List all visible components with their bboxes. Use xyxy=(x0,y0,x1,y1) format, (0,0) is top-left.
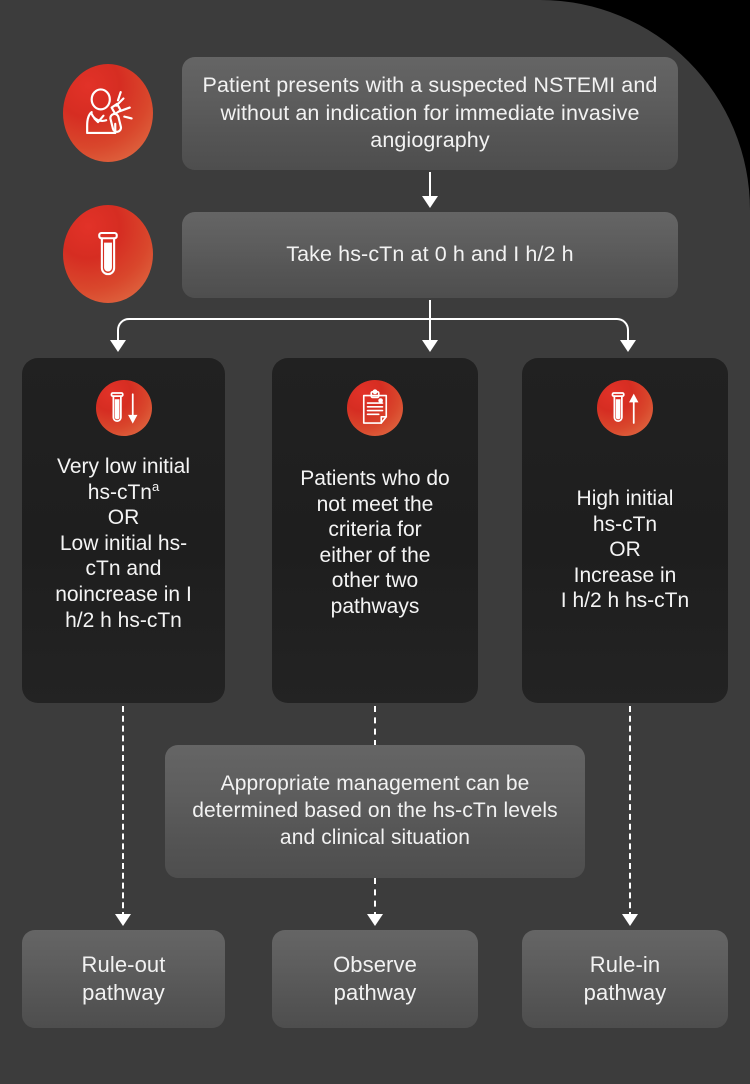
column-card-observe: Patients who do not meet the criteria fo… xyxy=(272,358,478,703)
col3-line4: Increase in xyxy=(573,563,677,587)
column-card-high: High initial hs-cTn OR Increase in I h/2… xyxy=(522,358,728,703)
outcome-box-rule-out: Rule-out pathway xyxy=(22,930,225,1028)
branch-right-arrowhead xyxy=(620,340,636,352)
connector-step1-step2-arrowhead xyxy=(422,196,438,208)
outcome-box-observe: Observe pathway xyxy=(272,930,478,1028)
branch-bar-center xyxy=(305,318,555,320)
col3-line3: OR xyxy=(609,538,641,562)
branch-right-elbow xyxy=(437,318,629,336)
patient-chest-pain-icon-circle xyxy=(63,64,153,162)
col1-line4: Low initial hs- xyxy=(59,531,188,555)
branch-right-drop xyxy=(627,330,629,342)
outcome-rule-in-line1: Rule-in xyxy=(589,951,661,977)
col2-line5: other two xyxy=(331,569,419,593)
outcome-rule-out-line2: pathway xyxy=(82,980,165,1005)
col2-line3: criteria for xyxy=(328,518,422,542)
test-tube-up-arrow-icon xyxy=(611,392,639,424)
col2-line4: either of the xyxy=(319,543,431,567)
patient-chest-pain-icon xyxy=(86,88,133,135)
outcome-rule-in-line2: pathway xyxy=(583,980,667,1005)
clipboard-icon-circle xyxy=(347,380,403,436)
col3-line2: hs-cTn xyxy=(592,512,658,536)
management-note-box: Appropriate management can be determined… xyxy=(165,745,585,878)
dashed-connector-right xyxy=(629,706,631,918)
column-text-observe: Patients who do not meet the criteria fo… xyxy=(264,466,486,620)
test-tube-down-arrow-icon-circle xyxy=(95,380,152,436)
col1-line1: Very low initial xyxy=(56,455,191,478)
test-tube-icon xyxy=(98,231,118,276)
dashed-connector-middle-lower xyxy=(374,878,376,918)
test-tube-icon-circle xyxy=(63,205,153,303)
col1-line5: cTn and xyxy=(85,557,162,581)
col1-line7: h/2 h hs-cTn xyxy=(65,608,182,632)
outcome-rule-out-line1: Rule-out xyxy=(81,951,166,977)
test-tube-down-arrow-icon xyxy=(110,392,137,424)
col1-line6: noincrease in I xyxy=(55,583,192,607)
column-text-very-low: Very low initial hs-cTna OR Low initial … xyxy=(14,454,233,633)
dashed-connector-right-arrowhead xyxy=(622,914,638,926)
col3-line1: High initial xyxy=(576,487,674,510)
col1-superscript: a xyxy=(151,478,160,494)
branch-middle-arrowhead xyxy=(422,340,438,352)
outcome-observe-line1: Observe xyxy=(333,951,417,977)
col1-line2: hs-cTn xyxy=(87,480,152,504)
column-card-very-low: Very low initial hs-cTna OR Low initial … xyxy=(22,358,225,703)
branch-left-drop xyxy=(117,330,119,342)
col2-line1: Patients who do xyxy=(300,467,450,490)
col2-line2: not meet the xyxy=(316,492,434,516)
dashed-connector-left xyxy=(122,706,124,918)
connector-step1-step2 xyxy=(429,172,431,198)
col2-line6: pathways xyxy=(330,595,420,619)
branch-left-arrowhead xyxy=(110,340,126,352)
test-tube-up-arrow-icon-circle xyxy=(597,380,653,436)
outcome-observe-line2: pathway xyxy=(333,980,417,1005)
branch-stem xyxy=(429,300,431,342)
col3-line5: I h/2 h hs-cTn xyxy=(560,589,690,613)
step-patient-presents-box: Patient presents with a suspected NSTEMI… xyxy=(182,57,678,170)
dashed-connector-left-arrowhead xyxy=(115,914,131,926)
col1-line3: OR xyxy=(107,506,140,530)
step-take-hscTn-box: Take hs-cTn at 0 h and I h/2 h xyxy=(182,212,678,298)
clipboard-icon xyxy=(362,389,388,424)
dashed-connector-middle-upper xyxy=(374,706,376,746)
outcome-box-rule-in: Rule-in pathway xyxy=(522,930,728,1028)
dashed-connector-middle-arrowhead xyxy=(367,914,383,926)
branch-left-elbow xyxy=(117,318,317,336)
column-text-high: High initial hs-cTn OR Increase in I h/2… xyxy=(514,486,736,614)
